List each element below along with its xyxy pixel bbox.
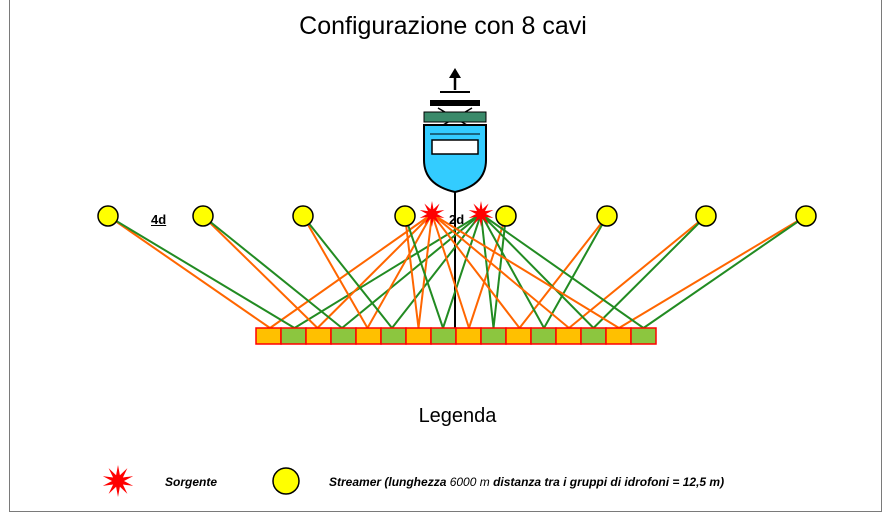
cmp-cell	[405, 327, 432, 345]
ray-head-cmp	[202, 215, 343, 329]
cmp-cell	[505, 327, 532, 345]
ray-source-cmp	[480, 213, 495, 329]
ray-head-cmp	[202, 215, 319, 329]
streamer-head	[97, 205, 119, 227]
ray-head-cmp	[568, 215, 707, 329]
cmp-cell	[455, 327, 482, 345]
legend-streamer-suffix: distanza tra i gruppi di idrofoni = 12,5…	[489, 475, 725, 489]
ray-source-cmp	[480, 213, 545, 329]
source-star-icon	[419, 201, 445, 227]
source-star-icon	[468, 201, 494, 227]
ray-head-cmp	[302, 215, 369, 329]
streamer-head	[192, 205, 214, 227]
legend-source-icon	[102, 465, 134, 497]
streamer-head	[596, 205, 618, 227]
legend-streamer-icon	[272, 467, 300, 495]
ray-source-cmp	[431, 213, 470, 329]
cmp-cell	[255, 327, 282, 345]
cmp-cell	[580, 327, 607, 345]
ray-source-cmp	[316, 213, 433, 329]
ray-source-cmp	[480, 213, 595, 329]
streamer-head	[394, 205, 416, 227]
ray-head-cmp	[543, 215, 608, 329]
ray-head-cmp	[107, 215, 296, 329]
cmp-strip	[255, 327, 657, 345]
ray-source-cmp	[442, 213, 482, 329]
streamer-heads	[97, 205, 817, 227]
legend-streamer-label: Streamer (lunghezza 6000 m distanza tra …	[329, 475, 724, 489]
ray-head-cmp	[404, 215, 420, 329]
cmp-cell	[480, 327, 507, 345]
ray-head-cmp	[302, 215, 393, 329]
cmp-cell	[305, 327, 332, 345]
cmp-cell	[630, 327, 657, 345]
cmp-cell	[355, 327, 382, 345]
cmp-cell	[530, 327, 557, 345]
cmp-cell	[280, 327, 307, 345]
ray-head-cmp	[404, 215, 444, 329]
ray-source-cmp	[293, 213, 482, 329]
ray-source-cmp	[366, 213, 433, 329]
ray-lines	[107, 213, 807, 329]
ray-source-cmp	[431, 213, 521, 329]
ray-source-cmp	[391, 213, 482, 329]
ray-head-cmp	[618, 215, 807, 329]
ray-source-cmp	[417, 213, 433, 329]
label-2d: 2d	[449, 212, 465, 227]
legend-streamer-length: 6000 m	[449, 475, 490, 489]
cmp-cell	[605, 327, 632, 345]
cmp-cell	[380, 327, 407, 345]
figure-frame	[9, 0, 882, 512]
diagram-title: Configurazione con 8 cavi	[299, 12, 587, 40]
ray-source-cmp	[431, 213, 620, 329]
legend-source-label: Sorgente	[165, 475, 218, 489]
legend-heading: Legenda	[418, 405, 497, 427]
ray-head-cmp	[492, 215, 507, 329]
streamer-head	[495, 205, 517, 227]
vessel-icon	[423, 68, 487, 194]
cmp-cell	[330, 327, 357, 345]
source-stars	[419, 201, 494, 227]
ray-source-cmp	[431, 213, 570, 329]
streamer-head	[292, 205, 314, 227]
legend-streamer-prefix: Streamer (lunghezza	[329, 475, 450, 489]
streamer-head	[695, 205, 717, 227]
ray-source-cmp	[480, 213, 645, 329]
cmp-cell	[430, 327, 457, 345]
ray-head-cmp	[107, 215, 271, 329]
ray-head-cmp	[592, 215, 707, 329]
ray-head-cmp	[642, 215, 807, 329]
label-4d: 4d	[151, 212, 167, 227]
streamer-head	[795, 205, 817, 227]
cmp-cell	[555, 327, 582, 345]
